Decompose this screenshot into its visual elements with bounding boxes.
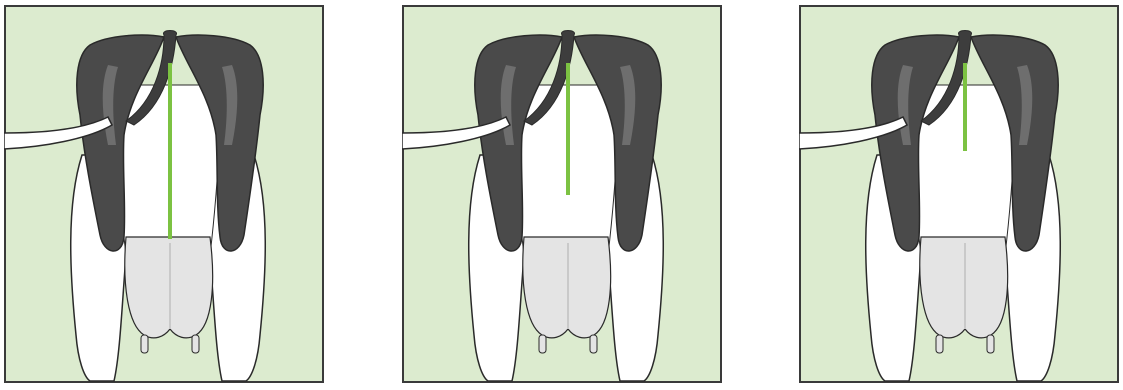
cow-rear-view-panel-3 bbox=[799, 5, 1119, 383]
udder bbox=[125, 237, 213, 338]
teat-left bbox=[141, 335, 148, 353]
cow-rear-view-panel-2 bbox=[402, 5, 722, 383]
teat-right bbox=[192, 335, 199, 353]
teat-left bbox=[936, 335, 943, 353]
teat-right bbox=[987, 335, 994, 353]
teat-right bbox=[590, 335, 597, 353]
udder bbox=[920, 237, 1008, 338]
teat-left bbox=[539, 335, 546, 353]
cow-rear-view-panel-1 bbox=[4, 5, 324, 383]
udder bbox=[523, 237, 611, 338]
